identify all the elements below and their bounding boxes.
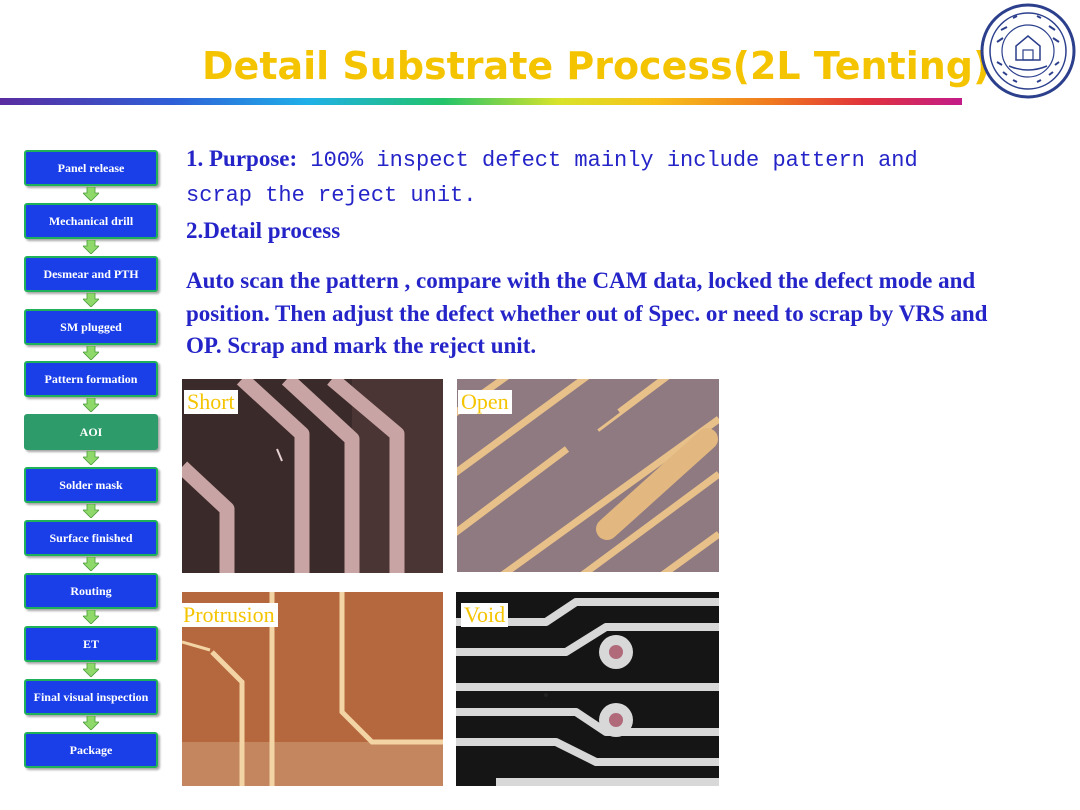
flow-step-final-visual-inspection: Final visual inspection <box>24 679 158 715</box>
down-arrow-icon <box>83 716 99 730</box>
down-arrow-icon <box>83 504 99 518</box>
photo-label-protrusion: Protrusion <box>180 603 278 627</box>
down-arrow-icon <box>83 293 99 307</box>
down-arrow-icon <box>83 346 99 360</box>
down-arrow-icon <box>83 240 99 254</box>
section-heading-detail-process: 2.Detail process <box>186 218 341 243</box>
down-arrow-icon <box>83 398 99 412</box>
flow-step-sm-plugged: SM plugged <box>24 309 158 345</box>
photo-label-short: Short <box>184 390 238 414</box>
flow-step-pattern-formation: Pattern formation <box>24 361 158 397</box>
page-title: Detail Substrate Process(2L Tenting) <box>202 44 991 88</box>
flow-step-et: ET <box>24 626 158 662</box>
flow-step-panel-release: Panel release <box>24 150 158 186</box>
flow-step-mechanical-drill: Mechanical drill <box>24 203 158 239</box>
down-arrow-icon <box>83 187 99 201</box>
detail-process-paragraph: Auto scan the pattern , compare with the… <box>186 268 988 358</box>
flow-step-desmear-pth: Desmear and PTH <box>24 256 158 292</box>
down-arrow-icon <box>83 451 99 465</box>
photo-label-open: Open <box>458 390 512 414</box>
purpose-text: 100% inspect defect mainly include patte… <box>186 148 918 208</box>
down-arrow-icon <box>83 663 99 677</box>
flow-step-aoi-active: AOI <box>24 414 158 450</box>
flow-step-package: Package <box>24 732 158 768</box>
flow-step-routing: Routing <box>24 573 158 609</box>
down-arrow-icon <box>83 557 99 571</box>
purpose-lead: 1. Purpose: <box>186 146 298 171</box>
purpose-paragraph: 1. Purpose: 100% inspect defect mainly i… <box>186 142 986 212</box>
rainbow-divider <box>0 98 962 105</box>
down-arrow-icon <box>83 610 99 624</box>
photo-label-void: Void <box>461 603 509 627</box>
photo-void-defect <box>456 592 719 786</box>
flow-step-solder-mask: Solder mask <box>24 467 158 503</box>
flow-step-surface-finished: Surface finished <box>24 520 158 556</box>
university-seal-logo <box>979 2 1077 100</box>
